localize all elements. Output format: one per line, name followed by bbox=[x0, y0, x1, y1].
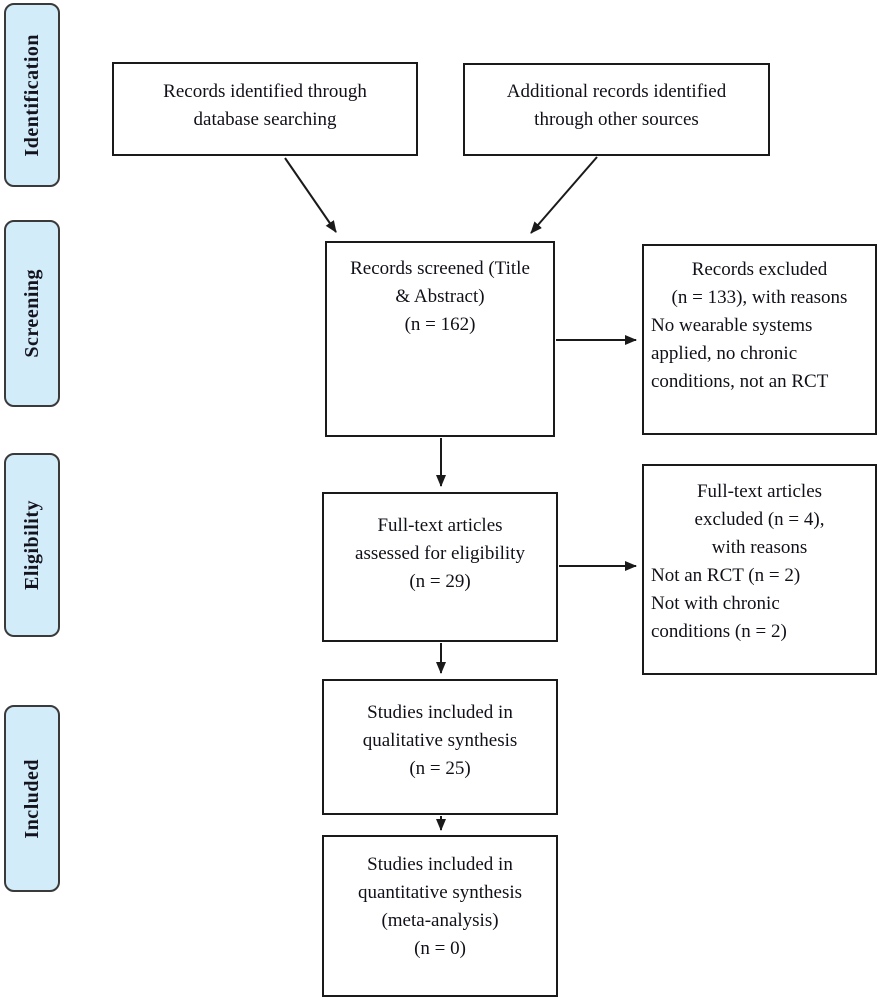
box-records-excluded: Records excluded (n = 133), with reasons… bbox=[642, 244, 877, 435]
box-fulltext-assessed-text: Full-text articles assessed for eligibil… bbox=[355, 515, 525, 592]
stage-label-eligibility: Eligibility bbox=[20, 500, 43, 590]
box-qualitative-synthesis: Studies included in qualitative synthesi… bbox=[322, 679, 558, 815]
stage-box-included: Included bbox=[4, 705, 60, 892]
box-fulltext-assessed: Full-text articles assessed for eligibil… bbox=[322, 492, 558, 642]
box-quantitative-synthesis-text: Studies included in quantitative synthes… bbox=[357, 854, 523, 959]
box-quantitative-synthesis: Studies included in quantitative synthes… bbox=[322, 835, 558, 997]
box-records-identified-database-text: Records identified through database sear… bbox=[163, 81, 367, 130]
stage-box-identification: Identification bbox=[4, 3, 60, 187]
stage-label-included: Included bbox=[20, 758, 43, 839]
box-fulltext-excluded-header: Full-text articles excluded (n = 4), wit… bbox=[694, 481, 825, 558]
stage-box-eligibility: Eligibility bbox=[4, 453, 60, 637]
box-fulltext-excluded-reasons: Not an RCT (n = 2) Not with chronic cond… bbox=[651, 565, 801, 642]
box-records-identified-other-sources: Additional records identified through ot… bbox=[463, 63, 770, 156]
arrow-other-to-screened bbox=[530, 156, 598, 234]
box-records-excluded-reasons: No wearable systems applied, no chronic … bbox=[651, 315, 829, 392]
box-records-screened: Records screened (Title & Abstract) (n =… bbox=[325, 241, 555, 437]
stage-box-screening: Screening bbox=[4, 220, 60, 407]
box-fulltext-excluded: Full-text articles excluded (n = 4), wit… bbox=[642, 464, 877, 675]
box-records-identified-other-sources-text: Additional records identified through ot… bbox=[506, 81, 727, 130]
stage-label-identification: Identification bbox=[20, 33, 43, 157]
box-records-excluded-header: Records excluded (n = 133), with reasons bbox=[671, 259, 848, 308]
box-qualitative-synthesis-text: Studies included in qualitative synthesi… bbox=[362, 702, 518, 779]
stage-label-screening: Screening bbox=[20, 269, 43, 358]
box-records-identified-database: Records identified through database sear… bbox=[112, 62, 418, 156]
arrow-database-to-screened bbox=[284, 157, 337, 233]
box-records-screened-text: Records screened (Title & Abstract) (n =… bbox=[350, 258, 530, 335]
